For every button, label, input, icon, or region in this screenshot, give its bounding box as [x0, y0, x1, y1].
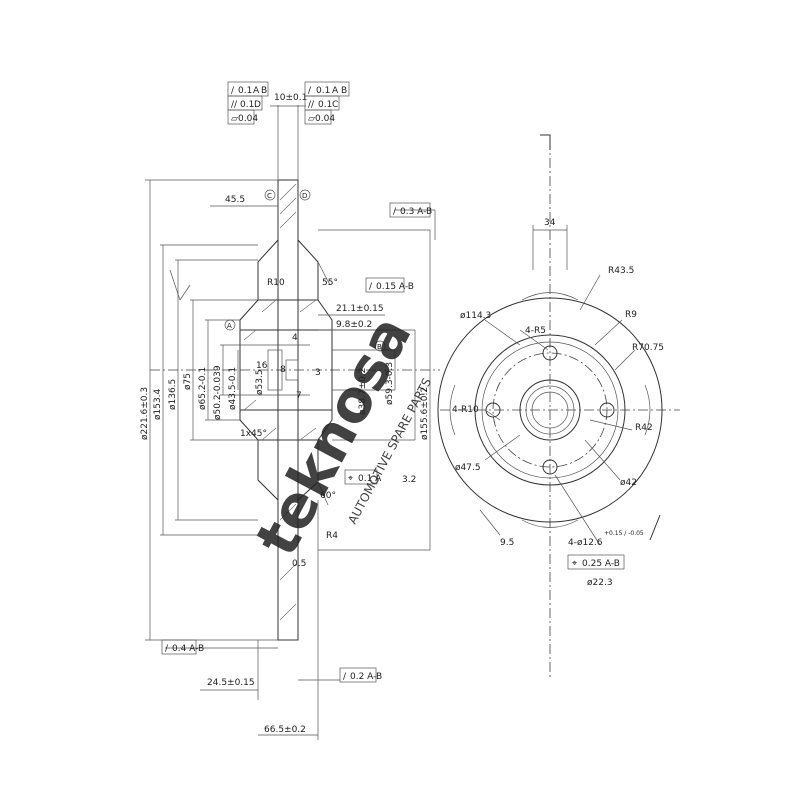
svg-text:0.3 A-B: 0.3 A-B [400, 207, 432, 217]
dim-0-5: 0.5 [292, 559, 306, 569]
datum-a-label: A [227, 322, 232, 330]
svg-text:/: / [369, 282, 373, 292]
dim-3: 3 [315, 368, 321, 378]
front-dimension-labels: 34 R43.5 R9 ø114.3 R70.75 4-R5 4-R10 R42… [452, 218, 664, 588]
datum-b-label: B [377, 343, 382, 351]
dim-dia42: ø42 [620, 478, 637, 488]
frame-position-a: ⌖ 0.1 A [344, 469, 382, 485]
svg-text:0.04: 0.04 [238, 114, 258, 124]
dim-holes-r10: 4-R10 [452, 405, 479, 415]
dim-dia65-2: ø65.2-0.1 [198, 367, 208, 410]
dim-dia53-5: ø53.5 [255, 369, 265, 395]
datum-d-label: D [302, 192, 307, 200]
dim-angle55: 55° [322, 278, 338, 288]
bolt-hole [485, 402, 501, 418]
outer-disc-circle [437, 297, 663, 523]
svg-text://: // [308, 100, 315, 110]
dim-dia59-3: ø59.3-0.3 [385, 362, 395, 405]
dim-dia22-3: ø22.3 [587, 578, 613, 588]
front-view [437, 134, 680, 680]
dim-4: 4 [292, 333, 298, 343]
frame-bottom-left: / 0.4 A-B [161, 639, 204, 655]
dim-dia153-4: ø153.4 [153, 388, 163, 420]
svg-text://: // [231, 100, 238, 110]
dim-r10: R10 [267, 278, 285, 288]
dim-r9: R9 [625, 310, 637, 320]
dim-3-2: 3.2 [402, 475, 416, 485]
svg-text:▱: ▱ [308, 114, 315, 124]
svg-text:0.1 A: 0.1 A [358, 474, 382, 484]
svg-text:A: A [332, 86, 339, 96]
svg-text:D: D [254, 100, 261, 110]
dim-66-5: 66.5±0.2 [264, 725, 306, 735]
svg-text:0.1: 0.1 [240, 100, 254, 110]
frame-position-holes: ⌖ 0.25 A-B [567, 554, 625, 570]
dim-8: 8 [280, 365, 286, 375]
dim-dia136-5: ø136.5 [168, 379, 178, 410]
dim-dia47-5: ø47.5 [455, 463, 481, 473]
dim-24-5: 24.5±0.15 [207, 678, 255, 688]
svg-text:B: B [261, 86, 267, 96]
svg-text:/: / [308, 86, 312, 96]
tolerance-frames: / 0.1 A B // 0.1 D ▱ 0.04 / 0.1 A B // 0… [161, 81, 432, 683]
bolt-hole [542, 345, 558, 361]
frame-top-left: / 0.1 A B // 0.1 D ▱ 0.04 [227, 81, 269, 125]
section-dimension-labels: 10±0.1 45.5 C D R10 55° 21.1±0.15 9.8±0.… [140, 93, 430, 735]
dim-21-1: 21.1±0.15 [336, 304, 384, 314]
dim-r4: R4 [326, 531, 338, 541]
bolt-hole [542, 459, 558, 475]
svg-text:/: / [393, 207, 397, 217]
dim-9-8: 9.8±0.2 [336, 320, 372, 330]
dim-dia43-5: ø43.5-0.1 [228, 367, 238, 410]
svg-text:0.1: 0.1 [318, 100, 332, 110]
svg-text:A: A [253, 86, 260, 96]
dim-r42: R42 [635, 423, 653, 433]
dim-9-5: 9.5 [500, 538, 514, 548]
dim-dia221-6: ø221.6±0.3 [140, 387, 150, 440]
bolt-hole [599, 402, 615, 418]
svg-text:0.1: 0.1 [316, 86, 330, 96]
dim-w34: 34 [544, 218, 556, 228]
dim-pcd114-3: ø114.3 [460, 311, 491, 321]
svg-text:0.2 A-B: 0.2 A-B [350, 672, 382, 682]
dim-dia155-6: ø155.6±0.2 [420, 387, 430, 440]
dim-thickness: 10±0.1 [274, 93, 307, 103]
dim-holes-tol: +0.15 / -0.05 [604, 530, 644, 537]
svg-text:B: B [341, 86, 347, 96]
dim-dia75: ø75 [183, 373, 193, 390]
brand-watermark: teknosa AUTOMOTIVE SPARE PARTS [242, 305, 434, 567]
svg-text:/: / [165, 644, 169, 654]
dim-holes-12-6: 4-ø12.6 [568, 538, 603, 548]
dim-r70-75: R70.75 [632, 343, 664, 353]
svg-text:⌖: ⌖ [348, 474, 353, 484]
svg-text:0.4 A-B: 0.4 A-B [172, 644, 204, 654]
dim-holes-r5: 4-R5 [525, 326, 546, 336]
svg-text:▱: ▱ [231, 114, 238, 124]
dim-dia50-2: ø50.2-0.039 [213, 365, 223, 420]
section-hatching [243, 183, 317, 621]
dim-7: 7 [296, 391, 302, 401]
frame-bottom-right: / 0.2 A-B [339, 667, 382, 683]
dim-angle60: 60° [320, 491, 336, 501]
svg-text:/: / [343, 672, 347, 682]
frame-top-right: / 0.1 A B // 0.1 C ▱ 0.04 [304, 81, 350, 125]
svg-text:0.04: 0.04 [315, 114, 335, 124]
svg-text:C: C [332, 100, 338, 110]
frame-runout-right: / 0.3 A-B [389, 202, 432, 218]
dim-r43-5: R43.5 [608, 266, 634, 276]
frame-runout-mid: / 0.15 A-B [365, 277, 414, 293]
dim-16: 16 [256, 361, 268, 371]
dim-1x45: 1x45° [240, 429, 267, 439]
datum-c-label: C [267, 192, 272, 200]
svg-text:0.1: 0.1 [238, 86, 252, 96]
dim-dia38-7: ø38.7±0.2 [358, 368, 368, 415]
svg-text:0.15 A-B: 0.15 A-B [376, 282, 414, 292]
section-view [145, 105, 440, 740]
svg-text:/: / [231, 86, 235, 96]
dim-45-5: 45.5 [225, 195, 245, 205]
svg-text:⌖: ⌖ [572, 559, 577, 569]
svg-text:0.25 A-B: 0.25 A-B [582, 559, 620, 569]
